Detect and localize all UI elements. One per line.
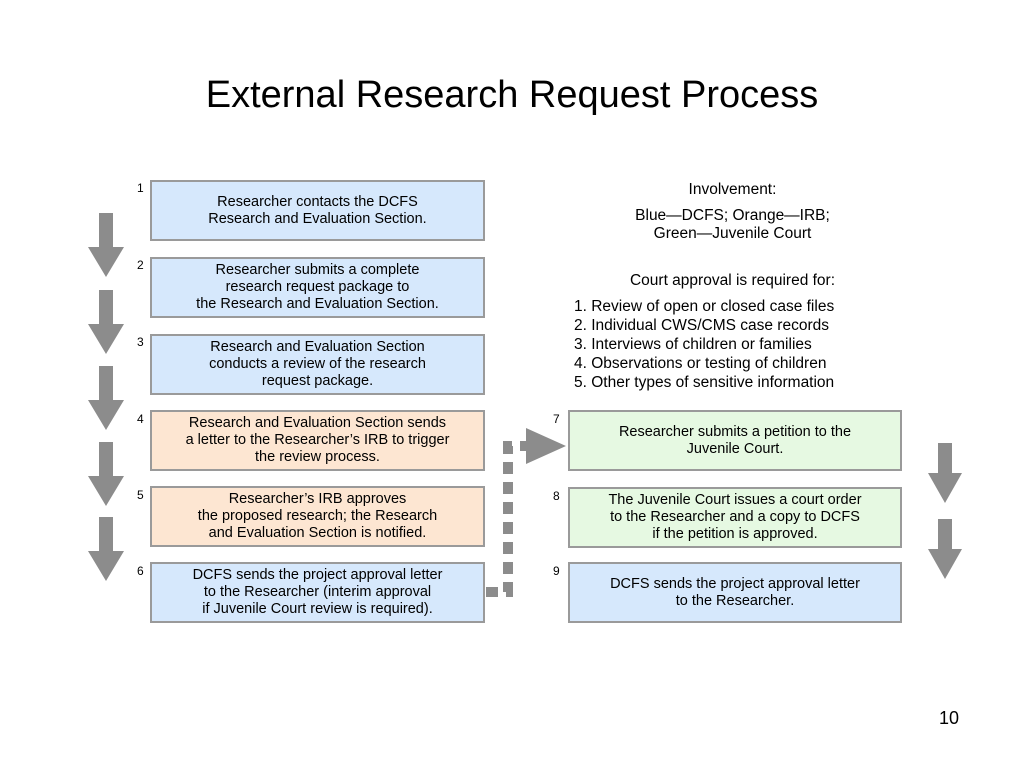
step-1-box: Researcher contacts the DCFS Research an… (150, 180, 485, 241)
step-number-6: 6 (137, 564, 144, 578)
list-item: 1. Review of open or closed case files (574, 298, 835, 315)
step-number-9: 9 (553, 564, 560, 578)
step-5-box: Researcher’s IRB approves the proposed r… (150, 486, 485, 547)
court-approval-heading: Court approval is required for: (629, 272, 836, 289)
step-8-box: The Juvenile Court issues a court order … (568, 487, 902, 548)
step-number-8: 8 (553, 489, 560, 503)
list-item: 4. Observations or testing of children (574, 355, 827, 372)
involvement-legend-line-2: Green—Juvenile Court (653, 225, 812, 242)
step-9-box: DCFS sends the project approval letter t… (568, 562, 902, 623)
page-number: 10 (939, 708, 960, 728)
step-3-box: Research and Evaluation Section conducts… (150, 334, 485, 395)
step-number-7: 7 (553, 412, 560, 426)
step-2-box: Researcher submits a complete research r… (150, 257, 485, 318)
step-7-box: Researcher submits a petition to the Juv… (568, 410, 902, 471)
step-number-4: 4 (137, 412, 144, 426)
step-number-1: 1 (137, 181, 144, 195)
list-item: 2. Individual CWS/CMS case records (574, 317, 829, 334)
down-arrow-icon (88, 442, 124, 506)
involvement-legend-line-1: Blue—DCFS; Orange—IRB; (635, 207, 830, 224)
step-number-5: 5 (137, 488, 144, 502)
down-arrow-icon (928, 443, 962, 503)
down-arrow-icon (928, 519, 962, 579)
court-approval-list: 1. Review of open or closed case files 2… (574, 297, 834, 392)
list-item: 5. Other types of sensitive information (574, 374, 835, 391)
step-number-2: 2 (137, 258, 144, 272)
step-6-box: DCFS sends the project approval letter t… (150, 562, 485, 623)
step-number-3: 3 (137, 335, 144, 349)
slide-title: External Research Request Process (205, 74, 819, 116)
involvement-heading: Involvement: (688, 181, 777, 198)
down-arrow-icon (88, 517, 124, 581)
down-arrow-icon (88, 366, 124, 430)
step-4-box: Research and Evaluation Section sends a … (150, 410, 485, 471)
down-arrow-icon (88, 213, 124, 277)
down-arrow-icon (88, 290, 124, 354)
dashed-connector-arrow-icon (486, 428, 566, 597)
list-item: 3. Interviews of children or families (574, 336, 812, 353)
